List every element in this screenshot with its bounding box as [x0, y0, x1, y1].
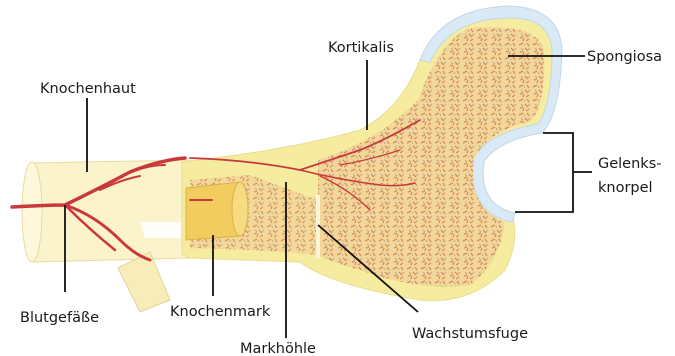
label-knochenmark: Knochenmark	[170, 304, 271, 320]
label-markhoehle: Markhöhle	[240, 341, 316, 356]
periosteum-flap	[118, 252, 170, 312]
bone-marrow-cylinder	[186, 182, 248, 240]
leader-gelenkknorpel	[515, 133, 592, 212]
label-spongiosa: Spongiosa	[587, 49, 662, 65]
label-wachstumsfuge: Wachstumsfuge	[412, 326, 528, 342]
label-gelenkknorpel-line2: knorpel	[598, 180, 653, 196]
label-knochenhaut: Knochenhaut	[40, 81, 136, 97]
label-kortikalis: Kortikalis	[328, 40, 394, 56]
label-gelenkknorpel-line1: Gelenks-	[598, 156, 661, 172]
periosteum-tube	[22, 160, 190, 262]
label-blutgefaesse: Blutgefäße	[20, 310, 99, 326]
